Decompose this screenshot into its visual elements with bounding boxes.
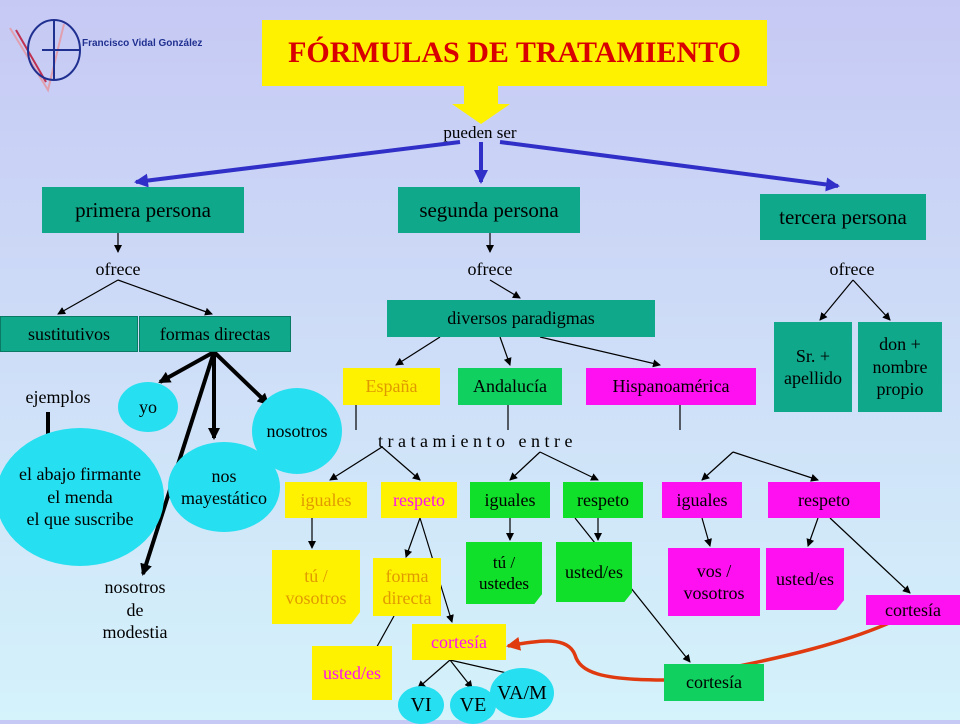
logo-mark-icon [9, 19, 81, 93]
connector-pueden-ser: pueden ser [443, 123, 517, 142]
node-espana-respeto: respeto [381, 482, 457, 518]
node-nosotros-de-modestia: nosotros de modestia [102, 577, 168, 643]
node-sustitutivos: sustitutivos [0, 316, 138, 352]
node-andalucia-respeto: respeto [563, 482, 643, 518]
node-hispano-iguales: iguales [662, 482, 742, 518]
node-vam: VA/M [490, 668, 554, 718]
node-primera-persona: primera persona [42, 187, 244, 233]
node-cortesia-andalucia: cortesía [664, 664, 764, 701]
node-nos-mayestatico: nos mayestático [168, 442, 280, 532]
logo: Francisco Vidal González [6, 10, 226, 95]
node-nosotros: nosotros [252, 388, 342, 474]
node-don-nombre-propio: don + nombre propio [858, 322, 942, 412]
page-title: FÓRMULAS DE TRATAMIENTO [262, 20, 767, 86]
label-ofrece-1: ofrece [95, 259, 141, 279]
label-tratamiento-entre: t r a t a m i e n t o e n t r e [378, 431, 573, 451]
node-andalucia: Andalucía [458, 368, 562, 405]
node-tercera-persona: tercera persona [760, 194, 926, 240]
node-tu-ustedes: tú / ustedes [466, 542, 542, 604]
title-down-arrow [452, 86, 510, 124]
label-ejemplos: ejemplos [25, 387, 91, 407]
node-usted-es-espana: usted/es [312, 646, 392, 700]
node-tu-vosotros: tú / vosotros [272, 550, 360, 624]
label-ofrece-3: ofrece [829, 259, 875, 279]
node-cortesia-espana: cortesía [412, 624, 506, 660]
node-usted-es-andalucia: usted/es [556, 542, 632, 602]
node-hispanoamerica: Hispanoamérica [586, 368, 756, 405]
node-usted-es-hispano: usted/es [766, 548, 844, 610]
node-diversos-paradigmas: diversos paradigmas [387, 300, 655, 337]
node-ve: VE [450, 686, 496, 724]
node-yo: yo [118, 382, 178, 432]
node-el-abajo-firmante: el abajo firmante el menda el que suscri… [0, 428, 164, 566]
node-formas-directas: formas directas [139, 316, 291, 352]
node-forma-directa: forma directa [373, 558, 441, 616]
node-cortesia-hispano: cortesía [866, 595, 960, 625]
node-sr-apellido: Sr. + apellido [774, 322, 852, 412]
node-segunda-persona: segunda persona [398, 187, 580, 233]
node-hispano-respeto: respeto [768, 482, 880, 518]
logo-text: Francisco Vidal González [82, 38, 203, 49]
node-espana: España [343, 368, 440, 405]
node-vi: VI [398, 686, 444, 724]
node-andalucia-iguales: iguales [470, 482, 550, 518]
node-espana-iguales: iguales [285, 482, 367, 518]
label-ofrece-2: ofrece [467, 259, 513, 279]
node-vos-vosotros: vos / vosotros [668, 548, 760, 616]
